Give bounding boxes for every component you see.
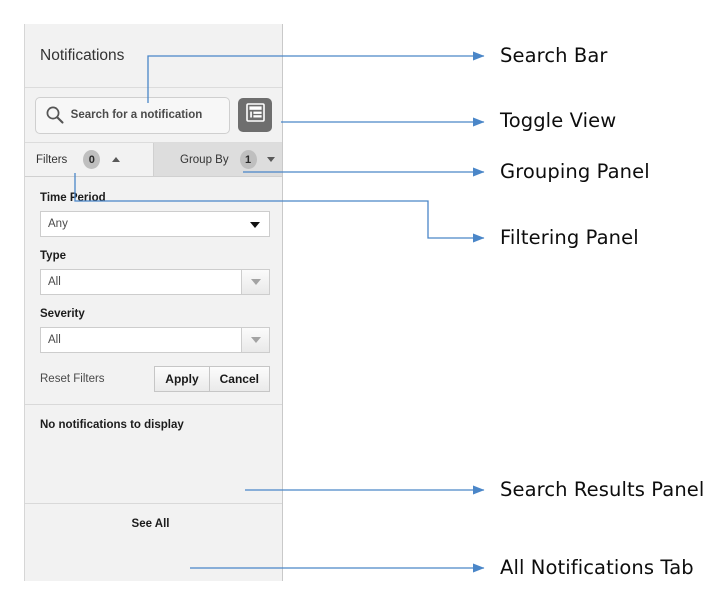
empty-results-message: No notifications to display: [40, 419, 184, 431]
callout-filtering-panel: Filtering Panel: [500, 226, 639, 249]
type-dropdown-button[interactable]: [241, 270, 269, 294]
severity-select[interactable]: All: [40, 327, 270, 353]
tab-group-by-label: Group By: [180, 153, 229, 166]
search-bar-row: Search for a notification: [25, 88, 282, 143]
callout-all-notifications-tab: All Notifications Tab: [500, 556, 694, 579]
notifications-panel: Notifications Search for a notification: [24, 24, 283, 581]
time-period-label: Time Period: [40, 192, 106, 204]
time-period-select[interactable]: Any: [40, 211, 270, 237]
severity-dropdown-button[interactable]: [241, 328, 269, 352]
filtering-panel: Time Period Any Type All Severity All Re…: [25, 177, 282, 404]
severity-label: Severity: [40, 308, 85, 320]
type-select[interactable]: All: [40, 269, 270, 295]
page-title: Notifications: [40, 46, 125, 64]
callout-search-results-panel: Search Results Panel: [500, 478, 705, 501]
type-label: Type: [40, 250, 66, 262]
all-notifications-tab[interactable]: See All: [25, 503, 282, 544]
chevron-down-icon: [250, 222, 260, 228]
tab-filters-label: Filters: [36, 153, 68, 166]
see-all-label: See All: [131, 518, 170, 530]
apply-button[interactable]: Apply: [154, 366, 210, 392]
search-results-panel: No notifications to display: [25, 404, 282, 503]
search-placeholder-text: Search for a notification: [70, 109, 203, 121]
callout-grouping-panel: Grouping Panel: [500, 160, 650, 183]
type-value: All: [48, 276, 61, 288]
tab-filters[interactable]: Filters 0: [25, 143, 154, 176]
toggle-view-button[interactable]: [238, 98, 272, 132]
tab-group-by-badge: 1: [239, 150, 257, 169]
chevron-down-icon[interactable]: [266, 157, 275, 162]
tab-group-by[interactable]: Group By 1: [154, 143, 282, 176]
cancel-button[interactable]: Cancel: [208, 366, 270, 392]
tab-filters-badge: 0: [83, 150, 101, 169]
callout-search-bar: Search Bar: [500, 44, 608, 67]
search-icon: [44, 104, 66, 126]
reset-filters-link[interactable]: Reset Filters: [40, 373, 105, 385]
severity-value: All: [48, 334, 61, 346]
callout-toggle-view: Toggle View: [500, 109, 617, 132]
chevron-up-icon[interactable]: [112, 157, 121, 162]
chevron-down-icon: [250, 279, 261, 285]
filter-tabs: Filters 0 Group By 1: [25, 143, 282, 177]
panel-header: Notifications: [25, 24, 282, 88]
chevron-down-icon: [250, 337, 261, 343]
time-period-value: Any: [48, 218, 68, 230]
filter-actions: Reset Filters Apply Cancel: [40, 366, 270, 404]
search-input[interactable]: Search for a notification: [35, 96, 230, 134]
toggle-view-icon: [245, 103, 265, 127]
